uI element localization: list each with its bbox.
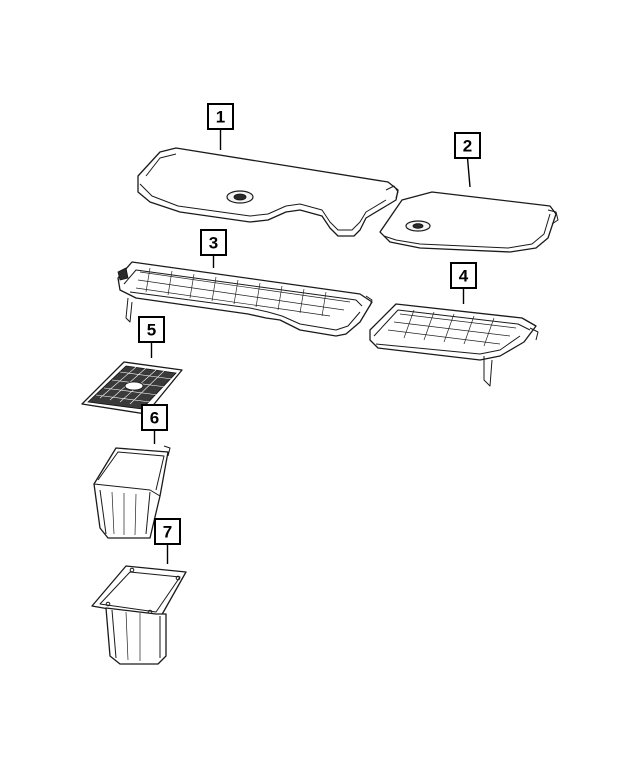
callout-7-label: 7 <box>163 523 172 542</box>
callout-4: 4 <box>450 262 477 304</box>
part-4-small-tray <box>369 303 539 387</box>
callout-2: 2 <box>454 132 481 188</box>
part-1-large-cover <box>137 147 399 237</box>
part-7-flanged-bin <box>91 565 187 665</box>
callout-1-label: 1 <box>216 108 225 127</box>
callout-1: 1 <box>207 103 234 150</box>
callout-2-label: 2 <box>463 137 472 156</box>
callout-6-label: 6 <box>150 409 159 428</box>
callout-3-label: 3 <box>209 234 218 253</box>
callout-5: 5 <box>138 316 165 358</box>
callout-7: 7 <box>154 518 181 564</box>
callout-5-label: 5 <box>147 321 156 340</box>
part-5-mat <box>81 361 183 415</box>
part-6-bin <box>93 445 171 539</box>
part-2-small-cover <box>379 191 559 253</box>
part-3-long-tray <box>117 261 373 337</box>
callout-4-label: 4 <box>459 267 469 286</box>
callout-6: 6 <box>141 404 168 444</box>
callout-3: 3 <box>200 229 227 268</box>
